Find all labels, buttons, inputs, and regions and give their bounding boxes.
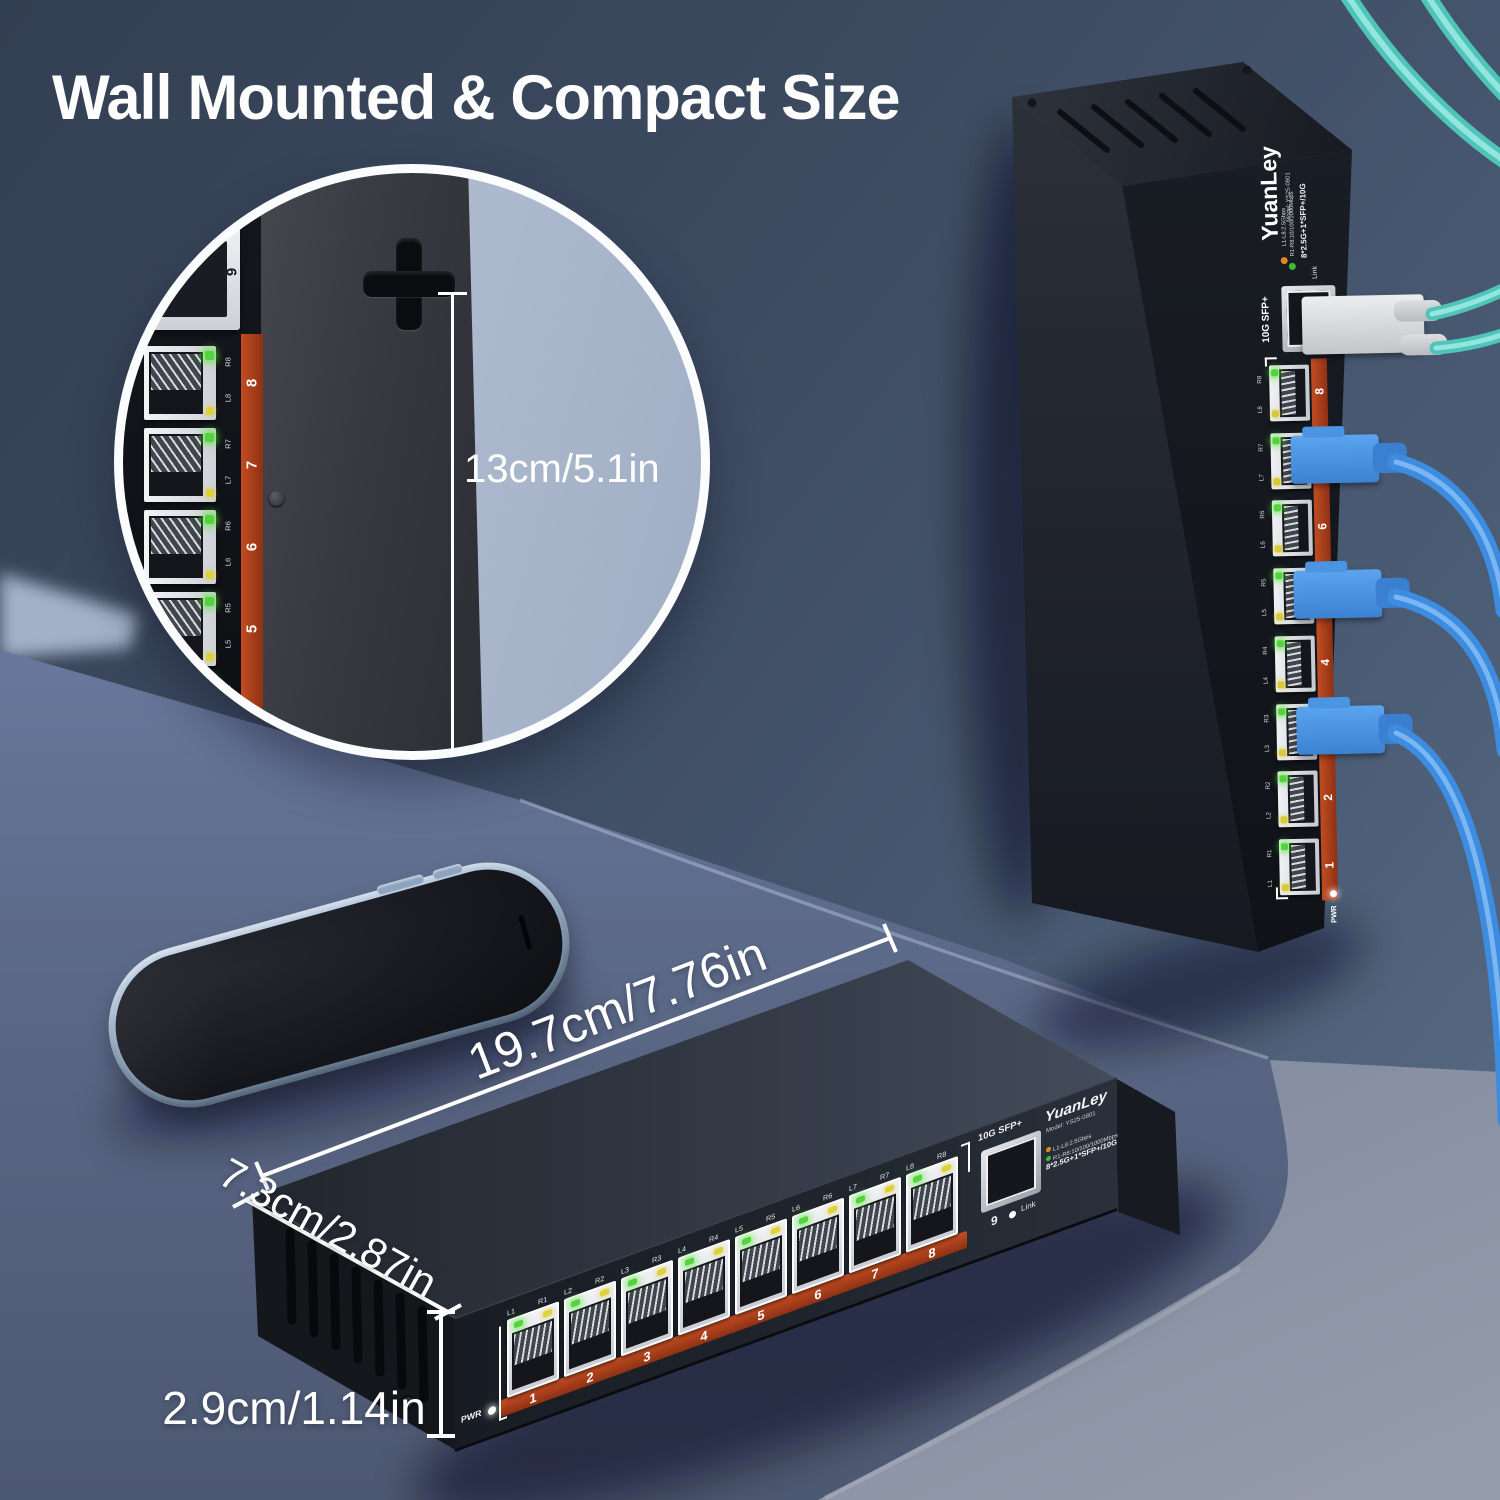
rj45-pins	[151, 354, 201, 390]
led-yellow	[206, 735, 214, 743]
inset-back-plate	[261, 164, 483, 760]
ethernet-cables	[1387, 453, 1500, 1127]
inset-port-area: R8L88R7L77R6L66R5L55R4L443	[114, 164, 710, 760]
floor	[818, 1060, 1500, 1500]
led-green	[205, 597, 214, 606]
rj45-socket	[149, 352, 203, 414]
led-yellow	[206, 653, 214, 661]
screw-icon	[269, 491, 284, 506]
desk-switch-body	[251, 960, 1180, 1452]
dimension-tick	[438, 292, 467, 295]
led-yellow	[206, 489, 214, 497]
page-title: Wall Mounted & Compact Size	[52, 63, 900, 133]
sfp-slot	[157, 241, 227, 317]
rj45-socket	[149, 680, 203, 742]
wall-switch-top-face	[1012, 62, 1352, 186]
inset-dimension-label: 13cm/5.1in	[464, 447, 660, 491]
inset-port	[144, 592, 216, 666]
inset-port	[144, 510, 216, 584]
inset-port	[144, 428, 216, 502]
led-yellow	[206, 571, 214, 579]
inset-port-number-strip	[241, 334, 263, 760]
rj45-socket	[149, 434, 203, 496]
inset-port	[144, 674, 216, 748]
wall-light-band	[0, 573, 138, 658]
height-dimension-label: 2.9cm/1.14in	[162, 1382, 426, 1434]
inset-port	[144, 346, 216, 420]
rj45-pins	[151, 682, 201, 718]
inset-sfp-port	[144, 228, 240, 330]
rj45-socket	[149, 516, 203, 578]
fiber-cables	[1341, 0, 1500, 355]
led-green	[205, 351, 214, 360]
led-green	[205, 433, 214, 442]
led-green	[205, 515, 214, 524]
rj45-pins	[151, 436, 201, 472]
wall-mount-zoom-inset: 9 R8L88R7L77R6L66R5L55R4L443 13cm/5.1in	[114, 164, 710, 760]
dimension-lines	[232, 923, 898, 1438]
inset-dimension-line	[451, 294, 454, 760]
led-yellow	[206, 407, 214, 415]
rj45-socket	[149, 598, 203, 660]
desk-switch-right-face	[1115, 1078, 1180, 1235]
rj45-pins	[151, 518, 201, 554]
led-green	[205, 679, 214, 688]
desk-switch-vents	[285, 1227, 429, 1403]
desk-switch-top-face	[252, 960, 1115, 1318]
rj45-pins	[151, 600, 201, 636]
wall-switch-vents	[1057, 88, 1246, 153]
